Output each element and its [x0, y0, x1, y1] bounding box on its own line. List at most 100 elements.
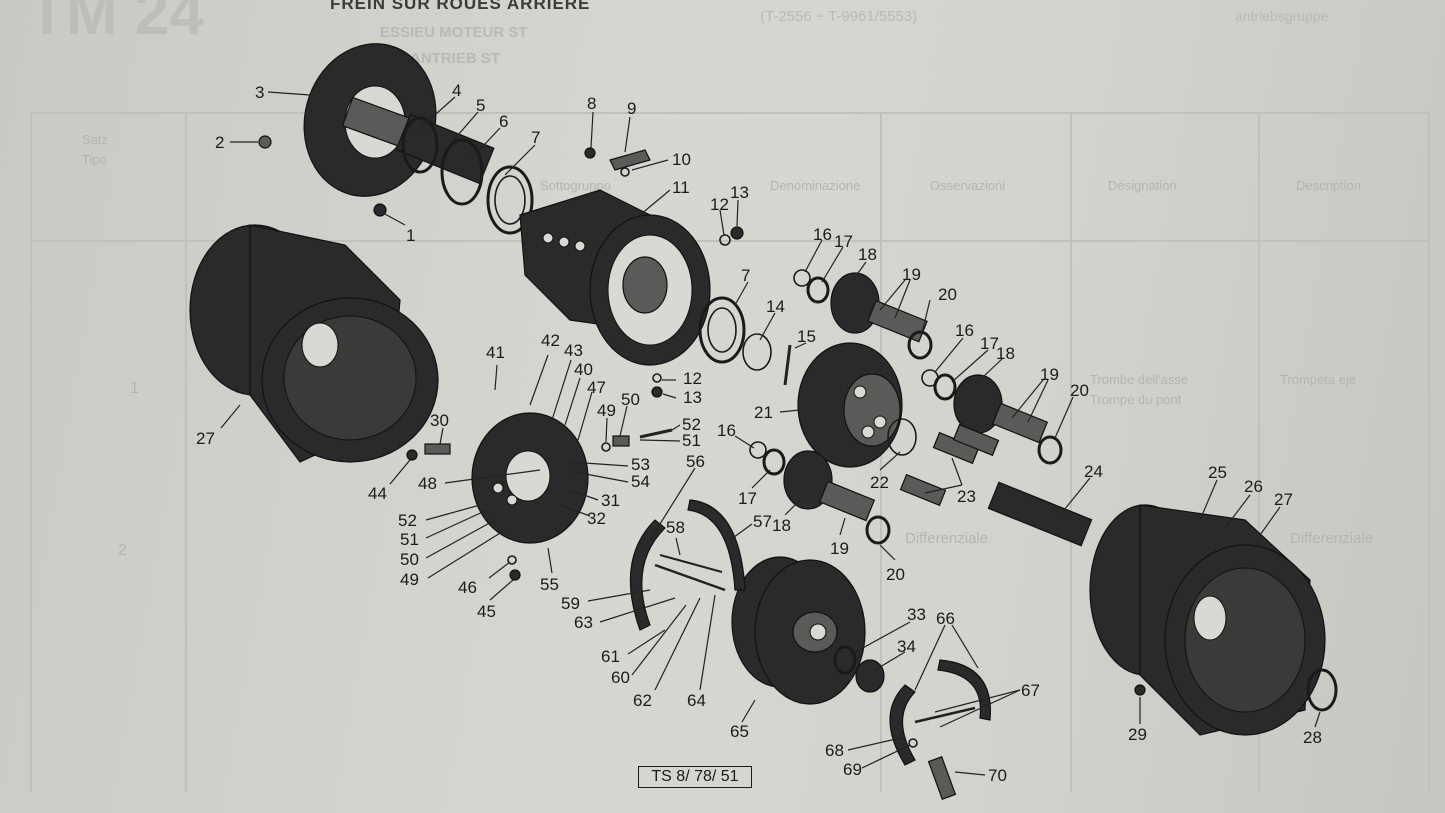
ghost-table-rule	[185, 112, 187, 792]
callout-label: 26	[1244, 477, 1263, 496]
part-thrust-ring	[887, 418, 917, 456]
ghost-serial-range: (T-2556 ÷ T-9961/5553)	[760, 8, 918, 25]
ghost-table-rule	[1070, 112, 1072, 792]
parts-group	[189, 43, 1338, 800]
callout-label: 19	[1040, 365, 1059, 384]
part-washer-10	[620, 167, 630, 177]
callout-label: 20	[886, 565, 905, 584]
callout-label: 7	[741, 266, 750, 285]
callout-label: 18	[772, 516, 791, 535]
part-ring-33	[833, 645, 857, 675]
ghost-col-header: Osservazioni	[930, 178, 1006, 193]
part-planet-gear-upper	[793, 269, 933, 360]
callout-label: 54	[631, 472, 650, 491]
part-axle-flange	[303, 43, 439, 197]
leader-lines	[220, 91, 1321, 776]
part-seal-28	[1306, 668, 1338, 712]
ghost-col-header: Denominazione	[770, 178, 861, 193]
ghost-col-header: Satz	[82, 132, 109, 147]
ghost-cell-text: Trompe du pont	[1090, 392, 1182, 407]
part-washer-49	[601, 442, 611, 452]
ghost-subtitle-1: ESSIEU MOTEUR ST	[380, 24, 528, 41]
part-bolt-8	[584, 147, 596, 159]
callout-label: 46	[458, 578, 477, 597]
part-spring	[659, 554, 723, 573]
callout-label: 66	[936, 609, 955, 628]
callout-labels: 1 2 3 4 5 6 7 8 9 10 11 12 13 7 14 15 16…	[196, 81, 1322, 785]
callout-label: 61	[601, 647, 620, 666]
callout-label: 57	[753, 512, 772, 531]
ghost-group-name: antriebsgruppe	[1235, 8, 1329, 24]
ghost-col-header: Description	[1296, 178, 1362, 193]
part-washer-12	[719, 234, 731, 246]
part-pin-52	[639, 428, 673, 439]
callout-label: 50	[400, 550, 419, 569]
callout-label: 28	[1303, 728, 1322, 747]
part-nut-34	[855, 659, 885, 693]
callout-label: 58	[666, 518, 685, 537]
part-park-shoe-left	[889, 684, 916, 766]
part-brake-backing-plate	[471, 412, 589, 544]
callout-label: 70	[988, 766, 1007, 785]
ghost-cell-text: Trompeta eje	[1280, 372, 1357, 387]
callout-label: 67	[1021, 681, 1040, 700]
part-spring	[654, 563, 726, 592]
part-pin-15	[783, 344, 792, 386]
part-washer-46	[507, 555, 517, 565]
part-screw-45	[509, 569, 521, 581]
callout-label: 41	[486, 343, 505, 362]
callout-label: 53	[631, 455, 650, 474]
callout-label: 43	[564, 341, 583, 360]
callout-label: 27	[1274, 490, 1293, 509]
part-planet-pin	[952, 423, 1000, 457]
callout-label: 40	[574, 360, 593, 379]
ghost-cell-text: Differenziale	[1290, 530, 1374, 547]
callout-label: 12	[683, 369, 702, 388]
ghost-cell-text: Trombe dell'asse	[1090, 372, 1189, 387]
part-o-ring	[742, 333, 772, 371]
callout-label: 10	[672, 150, 691, 169]
part-bleeder-30	[424, 443, 451, 455]
callout-label: 47	[587, 378, 606, 397]
ghost-table-rule	[1258, 112, 1260, 792]
callout-label: 51	[400, 530, 419, 549]
part-nut-13-lower	[651, 386, 663, 398]
part-washer-69	[908, 738, 918, 748]
callout-label: 59	[561, 594, 580, 613]
callout-label: 56	[686, 452, 705, 471]
callout-label: 11	[672, 178, 690, 197]
callout-label: 6	[499, 112, 508, 131]
callout-label: 68	[825, 741, 844, 760]
callout-label: 20	[1070, 381, 1089, 400]
callout-label: 5	[476, 96, 485, 115]
callout-label: 9	[627, 99, 636, 118]
callout-label: 32	[587, 509, 606, 528]
callout-label: 60	[611, 668, 630, 687]
part-brake-shoe-right	[687, 499, 746, 591]
callout-label: 16	[813, 225, 832, 244]
callout-label: 62	[633, 691, 652, 710]
callout-label: 24	[1084, 462, 1103, 481]
callout-label: 22	[870, 473, 889, 492]
callout-label: 65	[730, 722, 749, 741]
part-screw-50	[612, 435, 630, 447]
callout-label: 7	[531, 128, 540, 147]
callout-label: 12	[710, 195, 729, 214]
part-cap-44	[406, 449, 418, 461]
part-bearing-cone	[440, 138, 484, 206]
part-axle-housing	[519, 189, 711, 366]
part-sun-shaft	[987, 481, 1093, 547]
part-clip-9	[609, 149, 651, 171]
callout-label: 14	[766, 297, 785, 316]
callout-label: 13	[683, 388, 702, 407]
part-lever-70	[927, 756, 957, 800]
callout-label: 27	[196, 429, 215, 448]
ghost-col-header: Tipo	[82, 152, 107, 167]
callout-label: 25	[1208, 463, 1227, 482]
ghost-table-rule	[1428, 112, 1430, 792]
callout-label: 49	[400, 570, 419, 589]
ghost-table-rule	[30, 112, 32, 792]
part-planet-carrier	[797, 342, 903, 468]
